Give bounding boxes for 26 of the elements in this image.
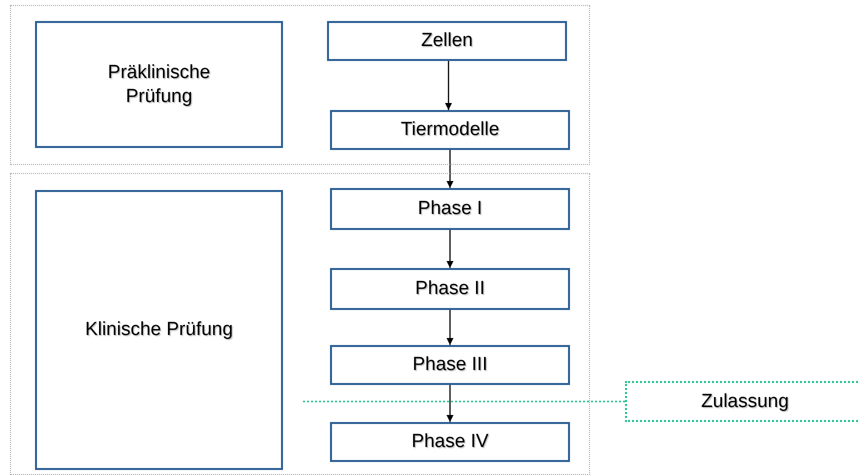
box-label: Phase I [418, 197, 482, 221]
box-label: Zulassung [701, 390, 789, 414]
box-label: Phase IV [411, 430, 489, 454]
annotation-box [625, 381, 858, 422]
process-box [35, 190, 283, 470]
group-frame [10, 173, 590, 475]
box-label: Klinische Prüfung [85, 318, 233, 342]
arrow [445, 61, 452, 110]
box-label: Präklinische Prüfung [106, 60, 212, 108]
process-box [327, 21, 567, 61]
process-box [330, 188, 570, 230]
process-box [330, 110, 570, 150]
box-label: Phase II [415, 277, 485, 301]
process-box [330, 268, 570, 310]
leader-line [303, 400, 625, 402]
process-box [330, 345, 570, 385]
box-label: Tiermodelle [400, 118, 500, 142]
process-box [35, 21, 283, 148]
box-label: Zellen [421, 29, 473, 53]
box-label: Phase III [412, 353, 488, 377]
arrow [446, 310, 454, 345]
group-frame [10, 5, 590, 165]
arrow [446, 385, 454, 422]
arrow [446, 150, 454, 188]
process-box [330, 422, 570, 462]
arrow [446, 230, 454, 268]
